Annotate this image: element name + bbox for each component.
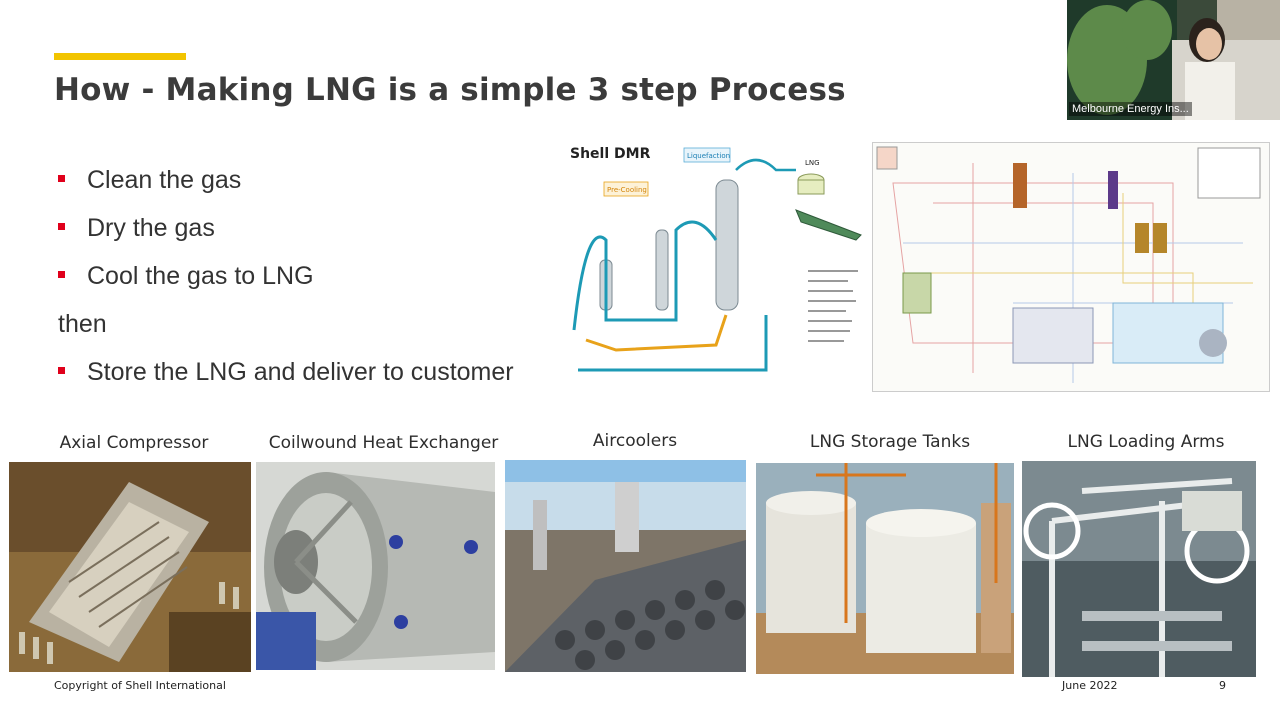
bullet-cool: Cool the gas to LNG — [58, 262, 314, 291]
title-accent-bar — [54, 53, 186, 60]
bullet-store: Store the LNG and deliver to customer — [58, 358, 514, 387]
photo-coilwound-heat-exchanger — [256, 462, 495, 670]
diagram-title: Shell DMR — [570, 146, 651, 162]
bullet-clean: Clean the gas — [58, 166, 241, 195]
bullet-marker-icon — [58, 174, 65, 182]
lng-label: LNG — [805, 159, 820, 167]
photo-label-storage-tanks: LNG Storage Tanks — [809, 432, 971, 452]
photo-lng-storage-tanks — [756, 463, 1014, 674]
bullet-text: Store the LNG and deliver to customer — [87, 358, 514, 386]
precooling-label: Pre-Cooling — [607, 186, 647, 194]
bullet-text: Dry the gas — [87, 214, 215, 242]
photo-label-loading-arms: LNG Loading Arms — [1067, 432, 1225, 452]
footer-date: June 2022 — [1062, 679, 1118, 692]
photo-label-coilwound: Coilwound Heat Exchanger — [268, 433, 499, 453]
footer-page-number: 9 — [1219, 679, 1226, 692]
photo-aircoolers — [505, 460, 746, 672]
bullet-text: Cool the gas to LNG — [87, 262, 314, 290]
photo-label-aircoolers: Aircoolers — [592, 431, 678, 451]
photo-axial-compressor — [9, 462, 251, 672]
participant-video-feed — [1067, 0, 1280, 120]
photo-label-axial-compressor: Axial Compressor — [59, 433, 209, 453]
bullet-marker-icon — [58, 366, 65, 374]
liquefaction-label: Liquefaction — [687, 152, 730, 160]
bullet-text: Clean the gas — [87, 166, 242, 194]
connector-then: then — [58, 310, 107, 338]
bullet-marker-icon — [58, 270, 65, 278]
participant-name: Melbourne Energy Ins... — [1069, 102, 1192, 116]
shell-dmr-diagram: Shell DMR Liquefaction Pre-Cooling LNG — [566, 140, 866, 382]
bullet-dry: Dry the gas — [58, 214, 215, 243]
participant-video-tile[interactable]: Melbourne Energy Ins... — [1067, 0, 1280, 120]
slide-title: How - Making LNG is a simple 3 step Proc… — [54, 72, 846, 108]
footer-copyright: Copyright of Shell International — [54, 679, 226, 692]
bullet-marker-icon — [58, 222, 65, 230]
plant-process-flow-diagram — [872, 142, 1270, 392]
photo-lng-loading-arms — [1022, 461, 1256, 677]
